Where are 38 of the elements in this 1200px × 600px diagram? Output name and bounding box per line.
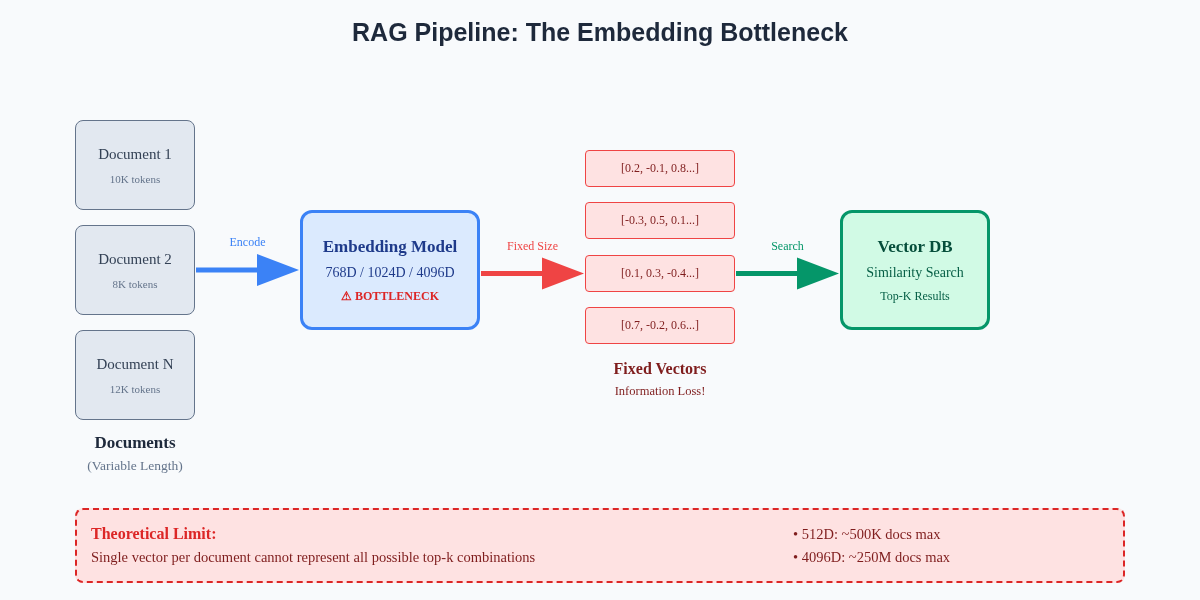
document-title: Document 1 — [98, 145, 172, 163]
dimension-list: 768D / 1024D / 4096D — [325, 264, 455, 281]
document-title: Document 2 — [98, 250, 172, 268]
vector-box — [585, 307, 735, 344]
database-box — [840, 210, 990, 330]
warning-text: ⚠ BOTTLENECK — [341, 288, 439, 304]
arrow — [481, 257, 584, 290]
bullet-text: • 512D: ~500K docs max — [793, 525, 942, 543]
note-text: Single vector per document cannot represent all possible top-k combinations — [91, 549, 537, 566]
arrow — [196, 254, 299, 286]
database-title: Vector DB — [877, 236, 953, 257]
arrow — [736, 257, 839, 290]
vector-box — [585, 255, 735, 292]
bullet-text: • 4096D: ~250M docs max — [793, 549, 952, 566]
vector-box — [585, 150, 735, 187]
vector-box — [585, 202, 735, 239]
diagram-title: RAG Pipeline: The Embedding Bottleneck — [352, 18, 848, 47]
database-function: Similarity Search — [866, 264, 964, 281]
token-count: 10K tokens — [109, 172, 161, 185]
group-label: Fixed Vectors — [613, 360, 707, 378]
note-box — [75, 508, 1125, 583]
group-sublabel: (Variable Length) — [87, 458, 183, 474]
vector-values: [-0.3, 0.5, 0.1...] — [621, 213, 699, 228]
vector-values: [0.1, 0.3, -0.4...] — [621, 266, 699, 281]
document-box — [75, 330, 195, 420]
vector-values: [0.7, -0.2, 0.6...] — [621, 318, 699, 333]
token-count: 8K tokens — [112, 277, 158, 290]
model-box — [300, 210, 480, 330]
token-count: 12K tokens — [109, 382, 161, 395]
model-title: Embedding Model — [322, 236, 458, 257]
document-box — [75, 225, 195, 315]
result-type: Top-K Results — [880, 288, 950, 304]
vector-values: [0.2, -0.1, 0.8...] — [621, 161, 699, 176]
group-sublabel: Information Loss! — [614, 384, 706, 399]
document-box — [75, 120, 195, 210]
group-label: Documents — [94, 433, 176, 453]
note-heading: Theoretical Limit: — [91, 525, 218, 543]
document-title: Document N — [96, 355, 174, 373]
